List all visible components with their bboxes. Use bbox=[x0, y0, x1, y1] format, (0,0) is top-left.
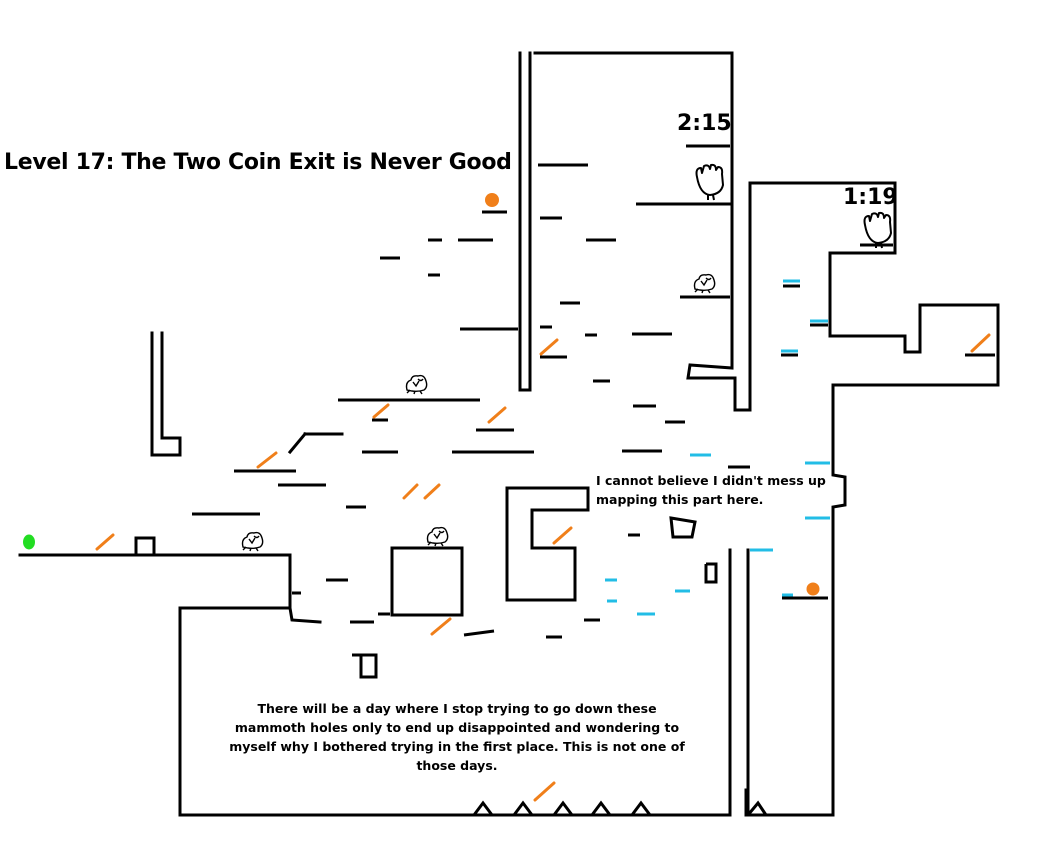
slash-marker bbox=[430, 617, 452, 636]
slash-marker bbox=[402, 483, 419, 500]
slash-marker bbox=[539, 338, 559, 356]
spike bbox=[590, 800, 612, 816]
glove-icon bbox=[695, 163, 724, 201]
wall-left-pillar bbox=[150, 331, 182, 457]
spike bbox=[746, 800, 768, 816]
wall-small-step bbox=[134, 536, 156, 557]
coin bbox=[485, 193, 499, 207]
spike bbox=[512, 800, 534, 816]
glove-outline bbox=[695, 163, 724, 196]
ice-platforms bbox=[605, 279, 830, 616]
glove-outline bbox=[863, 211, 892, 244]
enemy-detail bbox=[242, 535, 260, 552]
wall-bottom bbox=[178, 548, 732, 817]
slash-marker bbox=[372, 403, 390, 419]
wall-square-block bbox=[390, 546, 464, 617]
wall-floor-left bbox=[18, 553, 322, 624]
platform bbox=[463, 629, 495, 637]
slash-marker bbox=[423, 483, 441, 500]
coin bbox=[806, 582, 820, 596]
spikes bbox=[472, 800, 768, 816]
spike bbox=[630, 800, 652, 816]
enemy-detail bbox=[406, 378, 424, 395]
slash-marker bbox=[533, 781, 556, 802]
mapping-note: I cannot believe I didn't mess up mappin… bbox=[596, 473, 826, 507]
slash-marker bbox=[95, 533, 115, 551]
glove-icon bbox=[863, 211, 892, 249]
enemy-icon bbox=[693, 273, 716, 294]
wall-middle-block bbox=[505, 486, 590, 602]
slash-markers bbox=[95, 333, 991, 802]
platforms bbox=[192, 144, 995, 639]
enemy-body bbox=[693, 273, 716, 292]
walls bbox=[18, 51, 1000, 817]
timer-left: 2:15 bbox=[677, 111, 732, 136]
small-door bbox=[704, 562, 718, 584]
enemy-detail bbox=[427, 530, 445, 547]
enemy-detail bbox=[694, 277, 712, 294]
objects bbox=[23, 163, 892, 679]
glove-wrist bbox=[712, 194, 715, 201]
slash-marker bbox=[256, 451, 278, 469]
level-title: Level 17: The Two Coin Exit is Never Goo… bbox=[4, 150, 512, 175]
wall-right-column bbox=[533, 51, 1000, 817]
enemy-icon bbox=[241, 531, 264, 552]
timer-right: 1:19 bbox=[843, 185, 898, 210]
start-marker bbox=[23, 534, 35, 550]
ledge-top-left-slope bbox=[287, 431, 308, 455]
slash-marker bbox=[487, 406, 507, 424]
glove-wrist bbox=[880, 242, 883, 249]
wall-central-shaft bbox=[518, 51, 532, 392]
enemy-body bbox=[241, 531, 264, 550]
mammoth-note: There will be a day where I stop trying … bbox=[229, 701, 685, 773]
spike bbox=[472, 800, 494, 816]
enemy-icon bbox=[405, 374, 428, 395]
slash-marker bbox=[970, 333, 991, 353]
wall-lower-left bbox=[178, 606, 292, 817]
trapezoid-block bbox=[669, 516, 697, 539]
enemy-body bbox=[405, 374, 428, 393]
slash-marker bbox=[552, 526, 573, 545]
enemy-body bbox=[426, 526, 449, 545]
crate bbox=[359, 653, 378, 679]
enemy-icon bbox=[426, 526, 449, 547]
spike bbox=[552, 800, 574, 816]
